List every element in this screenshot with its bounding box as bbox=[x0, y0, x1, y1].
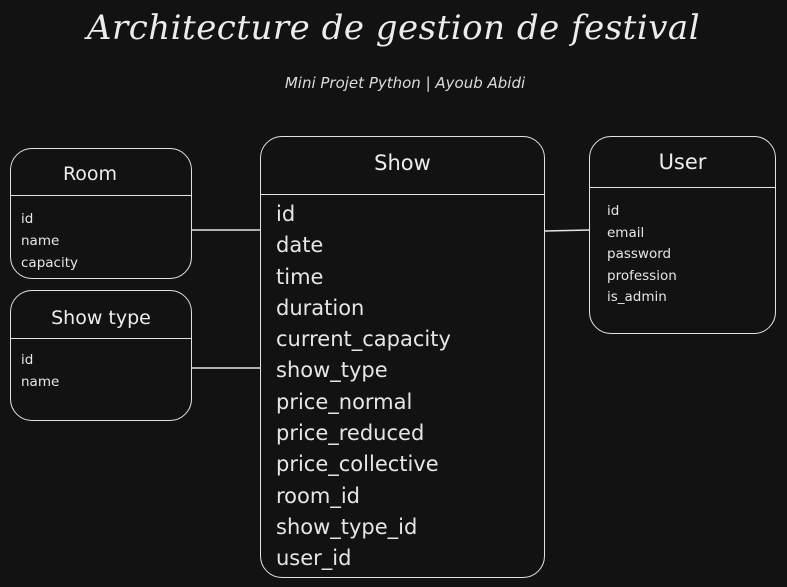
field-show-type-name: name bbox=[21, 374, 60, 390]
entity-show: Show id date time duration current_capac… bbox=[260, 136, 545, 578]
entity-user-fields: id email password profession is_admin bbox=[607, 201, 677, 309]
field-show-id: id bbox=[276, 202, 296, 226]
field-show-user-id: user_id bbox=[276, 546, 352, 571]
field-user-password: password bbox=[607, 246, 672, 263]
field-show-date: date bbox=[276, 233, 324, 258]
entity-show-name: Show bbox=[374, 151, 431, 175]
field-show-room-id: room_id bbox=[276, 483, 360, 508]
entity-show-type: Show type id name bbox=[10, 290, 192, 421]
field-show-price-normal: price_normal bbox=[276, 389, 413, 414]
entity-show-type-fields: id name bbox=[21, 349, 59, 393]
entity-room-fields: id name capacity bbox=[21, 208, 78, 274]
field-user-profession: profession bbox=[607, 267, 677, 284]
connector-show-user bbox=[544, 229, 591, 232]
entity-show-fields: id date time duration current_capacity s… bbox=[276, 199, 451, 575]
field-room-name: name bbox=[21, 233, 60, 249]
entity-user-divider bbox=[589, 187, 776, 188]
field-show-show-type-id: show_type_id bbox=[276, 514, 418, 539]
field-show-price-collective: price_collective bbox=[276, 452, 439, 477]
entity-show-divider bbox=[260, 194, 545, 195]
field-show-price-reduced: price_reduced bbox=[276, 421, 425, 446]
diagram-title: Architecture de gestion de festival bbox=[86, 8, 701, 48]
field-user-id: id bbox=[607, 203, 620, 219]
field-show-show-type: show_type bbox=[276, 358, 388, 383]
entity-show-type-divider bbox=[10, 338, 192, 339]
field-show-type-id: id bbox=[21, 352, 34, 368]
entity-user-name: User bbox=[658, 150, 707, 174]
field-show-current-capacity: current_capacity bbox=[276, 327, 451, 352]
entity-room-divider bbox=[10, 195, 192, 196]
field-show-time: time bbox=[276, 264, 324, 289]
field-room-id: id bbox=[21, 211, 34, 227]
entity-room: Room id name capacity bbox=[10, 148, 192, 279]
field-room-capacity: capacity bbox=[21, 255, 78, 271]
field-show-duration: duration bbox=[276, 295, 365, 320]
field-user-is-admin: is_admin bbox=[607, 289, 667, 306]
field-user-email: email bbox=[607, 224, 645, 241]
diagram-subtitle: Mini Projet Python | Ayoub Abidi bbox=[284, 74, 526, 92]
entity-room-name: Room bbox=[62, 163, 118, 185]
entity-show-type-name: Show type bbox=[51, 307, 151, 329]
entity-user: User id email password profession is_adm… bbox=[589, 136, 776, 334]
